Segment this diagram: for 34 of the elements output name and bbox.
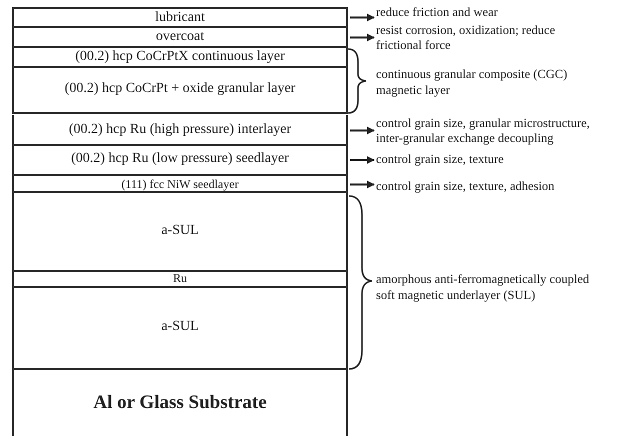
layer-label: Al or Glass Substrate (93, 392, 267, 412)
layer-label: a-SUL (161, 224, 199, 238)
spacer-layer (12, 270, 348, 288)
lubricant-layer (12, 7, 348, 28)
layer-label: (00.2) hcp CoCrPtX continuous layer (75, 50, 285, 64)
brace-label: continuous granular composite (CGC) magnetic layer (376, 66, 568, 98)
underlayer (12, 191, 348, 272)
layer-label: (00.2) hcp Ru (low pressure) seedlayer (71, 152, 289, 166)
layer-label: lubricant (155, 10, 205, 24)
layer-label: Ru (172, 272, 187, 284)
layer-label: overcoat (156, 30, 204, 44)
arrow (350, 126, 375, 134)
arrow (350, 180, 375, 188)
arrow (350, 34, 375, 42)
annotation-text: control grain size, texture, adhesion (376, 179, 611, 194)
layer-label: (00.2) hcp CoCrPt + oxide granular layer (64, 82, 296, 96)
underlayer (12, 286, 348, 370)
arrow (350, 156, 375, 164)
annotation-text: resist corrosion, oxidization; reduce frictional force (376, 23, 581, 53)
layer-label: a-SUL (161, 320, 199, 334)
seedlayer (12, 144, 348, 176)
annotation-text: control grain size, texture (376, 152, 611, 167)
layer-label: (111) fcc NiW seedlayer (121, 178, 239, 190)
layer-label: (00.2) hcp Ru (high pressure) interlayer (68, 122, 292, 136)
overcoat-layer (12, 27, 348, 48)
annotation-text: reduce friction and wear (376, 5, 611, 20)
substrate-layer (12, 368, 348, 436)
brace-label: amorphous anti-ferromagnetically coupled soft magnetic underlayer (SUL) (376, 271, 590, 303)
annotation-text: control grain size, granular microstructure, inter-granular exchange decoupling (376, 116, 616, 146)
magnetic-layer (12, 47, 348, 68)
interlayer (12, 115, 348, 146)
magnetic-layer (12, 66, 348, 114)
arrow (350, 14, 375, 22)
seedlayer (12, 176, 348, 193)
